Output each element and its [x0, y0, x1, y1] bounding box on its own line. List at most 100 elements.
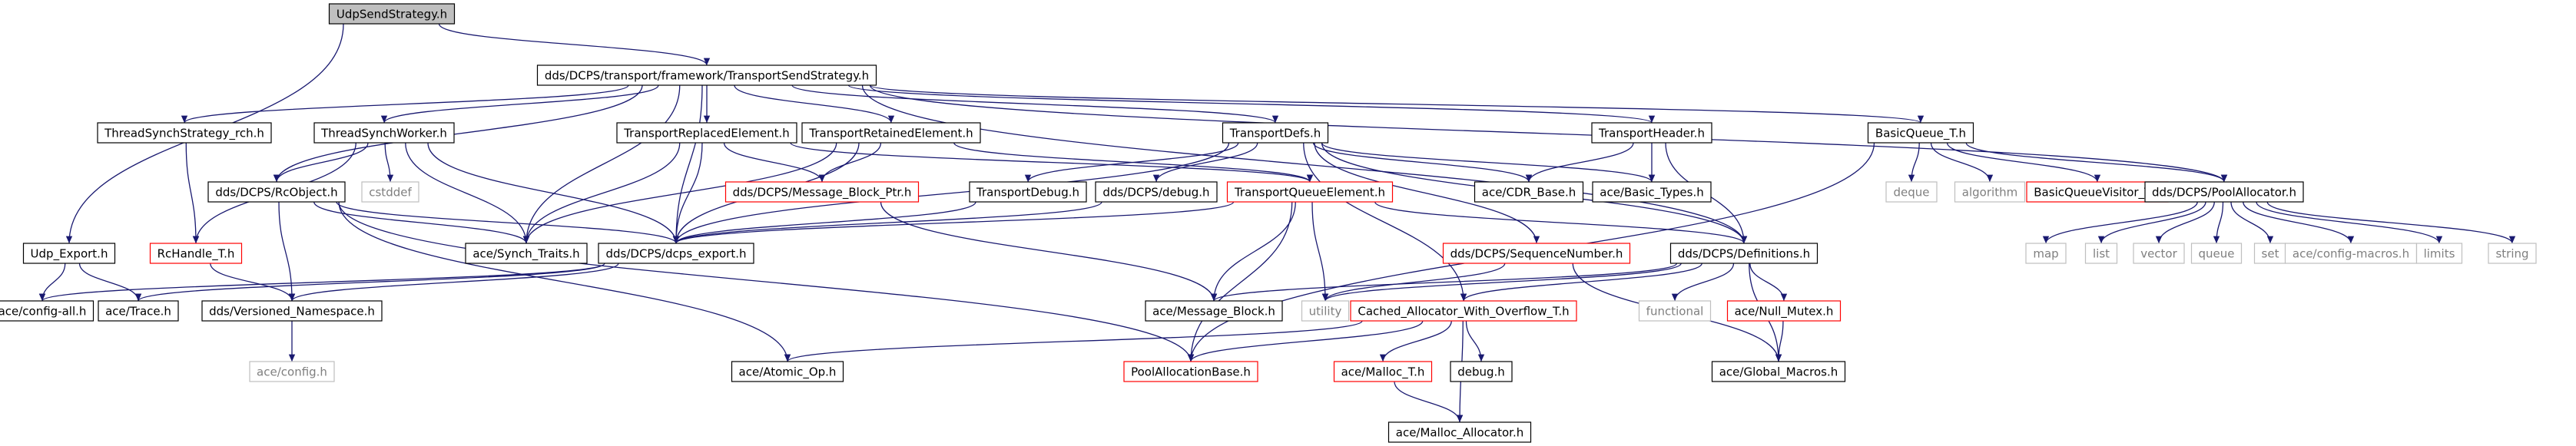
node-rcobj[interactable]: dds/DCPS/RcObject.h	[207, 181, 346, 203]
node-tqe[interactable]: TransportQueueElement.h	[1226, 181, 1394, 203]
node-box-algorithm	[1954, 181, 2026, 203]
node-bq[interactable]: BasicQueue_T.h	[1867, 122, 1974, 144]
edge-pa-to-list	[2097, 201, 2206, 244]
node-nullmutex[interactable]: ace/Null_Mutex.h	[1726, 300, 1842, 322]
node-label-utility: utility	[1309, 305, 1342, 319]
node-gmac[interactable]: ace/Global_Macros.h	[1711, 361, 1846, 382]
node-label-cfgmac: ace/config-macros.h	[2293, 247, 2409, 261]
node-label-tsrch: ThreadSynchStrategy_rch.h	[104, 127, 264, 141]
edge-tre-to-export	[672, 142, 703, 244]
node-label-ddsdebug: dds/DCPS/debug.h	[1102, 186, 1209, 200]
node-thdr[interactable]: TransportHeader.h	[1591, 122, 1712, 144]
node-label-vns: dds/Versioned_Namespace.h	[209, 305, 375, 319]
node-trte[interactable]: TransportRetainedElement.h	[801, 122, 981, 144]
edge-tss-to-bq	[869, 84, 1924, 124]
edge-tss-to-tsw	[380, 84, 659, 124]
node-box-cstddef	[361, 181, 419, 203]
node-box-map	[2025, 243, 2067, 264]
node-tsrch[interactable]: ThreadSynchStrategy_rch.h	[97, 122, 272, 144]
node-box-udpss	[328, 3, 456, 25]
edge-rch-to-vns	[210, 263, 296, 302]
node-atomic[interactable]: ace/Atomic_Op.h	[731, 361, 844, 382]
node-udpss[interactable]: UdpSendStrategy.h	[328, 3, 456, 25]
node-deque[interactable]: deque	[1885, 181, 1938, 203]
node-layer: UdpSendStrategy.h dds/DCPS/transport/fram…	[0, 3, 2537, 443]
node-seqnum[interactable]: dds/DCPS/SequenceNumber.h	[1442, 243, 1631, 264]
node-udpexp[interactable]: Udp_Export.h	[22, 243, 116, 264]
edge-tss-to-tdefs	[791, 84, 1278, 124]
edge-tsw-to-cstddef	[384, 142, 394, 183]
node-pab[interactable]: PoolAllocationBase.h	[1123, 361, 1258, 382]
node-functional[interactable]: functional	[1638, 300, 1712, 322]
edge-thdr-to-cdrb	[1525, 142, 1634, 183]
node-box-mallocalloc	[1387, 421, 1532, 443]
node-label-seqnum: dds/DCPS/SequenceNumber.h	[1450, 247, 1623, 261]
node-cdrb[interactable]: ace/CDR_Base.h	[1474, 181, 1584, 203]
node-map[interactable]: map	[2025, 243, 2067, 264]
node-bt[interactable]: ace/Basic_Types.h	[1592, 181, 1712, 203]
node-label-cdrb: ace/CDR_Base.h	[1482, 186, 1576, 200]
node-label-msgblk: ace/Message_Block.h	[1152, 305, 1275, 319]
edge-tss-to-defs	[861, 84, 1748, 244]
edge-tqe-to-utility	[1311, 201, 1329, 302]
node-tdefs[interactable]: TransportDefs.h	[1222, 122, 1329, 144]
node-label-trte: TransportRetainedElement.h	[808, 127, 973, 140]
node-label-functional: functional	[1646, 305, 1704, 319]
node-list[interactable]: list	[2084, 243, 2118, 264]
node-box-synch	[465, 243, 588, 264]
node-set[interactable]: set	[2253, 243, 2287, 264]
edge-ddsdebug-to-export	[673, 201, 1102, 244]
node-export[interactable]: dds/DCPS/dcps_export.h	[598, 243, 754, 264]
node-utility[interactable]: utility	[1301, 300, 1350, 322]
edge-pa-to-queue	[2213, 201, 2224, 244]
node-algorithm[interactable]: algorithm	[1954, 181, 2026, 203]
node-mallocalloc[interactable]: ace/Malloc_Allocator.h	[1387, 421, 1532, 443]
node-label-tdebug: TransportDebug.h	[976, 186, 1079, 200]
node-box-nullmutex	[1726, 300, 1842, 322]
node-box-cfgall	[0, 300, 94, 322]
node-tdebug[interactable]: TransportDebug.h	[969, 181, 1087, 203]
node-label-nullmutex: ace/Null_Mutex.h	[1735, 305, 1834, 319]
node-config[interactable]: ace/config.h	[249, 361, 335, 382]
node-ddsdebug[interactable]: dds/DCPS/debug.h	[1095, 181, 1218, 203]
edge-tre-to-synch	[522, 142, 681, 244]
edge-nullmutex-to-gmac	[1775, 320, 1784, 362]
node-synch[interactable]: ace/Synch_Traits.h	[465, 243, 588, 264]
node-trace[interactable]: ace/Trace.h	[98, 300, 179, 322]
node-cfgall[interactable]: ace/config-all.h	[0, 300, 94, 322]
node-label-pab: PoolAllocationBase.h	[1131, 365, 1251, 379]
node-label-queue: queue	[2199, 247, 2235, 261]
node-limits[interactable]: limits	[2415, 243, 2463, 264]
node-queue[interactable]: queue	[2190, 243, 2243, 264]
node-mbp[interactable]: dds/DCPS/Message_Block_Ptr.h	[724, 181, 920, 203]
node-cstddef[interactable]: cstddef	[361, 181, 419, 203]
node-cawo[interactable]: Cached_Allocator_With_Overflow_T.h	[1350, 300, 1577, 322]
node-string[interactable]: string	[2488, 243, 2537, 264]
node-malloct[interactable]: ace/Malloc_T.h	[1333, 361, 1433, 382]
node-box-utility	[1301, 300, 1350, 322]
node-debugh[interactable]: debug.h	[1450, 361, 1513, 382]
edge-pa-to-limits	[2256, 201, 2443, 244]
node-label-udpexp: Udp_Export.h	[31, 247, 108, 262]
node-label-synch: ace/Synch_Traits.h	[472, 247, 579, 262]
node-tss[interactable]: dds/DCPS/transport/framework/TransportSe…	[536, 64, 877, 86]
node-pa[interactable]: dds/DCPS/PoolAllocator.h	[2144, 181, 2304, 203]
edge-tdefs-to-tdebug	[1024, 142, 1239, 183]
node-tsw[interactable]: ThreadSynchWorker.h	[313, 122, 455, 144]
edge-bq-to-deque	[1908, 142, 1920, 183]
node-msgblk[interactable]: ace/Message_Block.h	[1145, 300, 1283, 322]
node-defs[interactable]: dds/DCPS/Definitions.h	[1669, 243, 1818, 264]
node-label-debugh: debug.h	[1457, 365, 1505, 379]
node-label-limits: limits	[2424, 247, 2455, 261]
node-vector[interactable]: vector	[2133, 243, 2185, 264]
edge-tdefs-to-seqnum	[1314, 142, 1540, 244]
node-cfgmac[interactable]: ace/config-macros.h	[2284, 243, 2418, 264]
node-vns[interactable]: dds/Versioned_Namespace.h	[201, 300, 383, 322]
node-box-rch	[149, 243, 243, 264]
node-tre[interactable]: TransportReplacedElement.h	[616, 122, 797, 144]
node-label-pa: dds/DCPS/PoolAllocator.h	[2152, 186, 2296, 200]
edge-trte-to-synch	[522, 142, 837, 244]
edge-cawo-to-malloct	[1379, 320, 1452, 362]
node-rch[interactable]: RcHandle_T.h	[149, 243, 243, 264]
edge-defs-to-msgblk	[1211, 263, 1678, 302]
